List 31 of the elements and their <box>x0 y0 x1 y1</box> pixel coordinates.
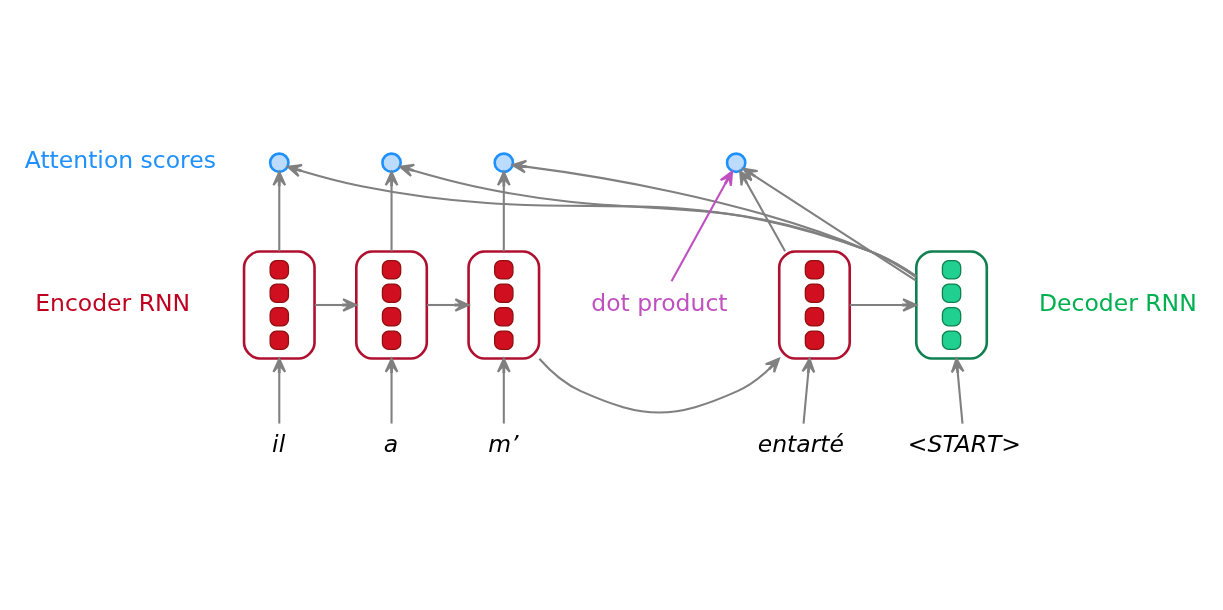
arrow <box>272 171 287 252</box>
arrow <box>950 357 965 424</box>
node-text: dot product <box>591 288 728 317</box>
node-circle <box>493 152 515 174</box>
arrow <box>384 171 399 252</box>
node-circle <box>725 152 747 174</box>
node-box <box>915 250 989 360</box>
label: Encoder RNN <box>35 288 191 317</box>
arrow <box>670 170 734 282</box>
arrow <box>496 357 511 424</box>
arrow <box>538 357 780 414</box>
node-text: a <box>383 429 399 458</box>
label: Attention scores <box>24 146 216 175</box>
node-circle <box>381 152 402 174</box>
node-text: entarté <box>757 429 844 458</box>
label: Decoder RNN <box>1039 288 1197 317</box>
node-box <box>242 250 316 360</box>
arrow <box>496 171 511 252</box>
node-text: il <box>272 429 286 458</box>
node-box <box>467 250 541 360</box>
arrow <box>427 298 470 312</box>
arrow <box>849 298 918 312</box>
node-box <box>777 250 852 360</box>
node-box <box>355 250 429 360</box>
arrow <box>272 357 287 424</box>
node-text: m’ <box>488 429 519 458</box>
arrow <box>384 357 399 424</box>
arrow <box>801 357 816 424</box>
node-text: <START> <box>907 429 1021 458</box>
node-circle <box>268 152 290 174</box>
arrow <box>314 298 358 312</box>
